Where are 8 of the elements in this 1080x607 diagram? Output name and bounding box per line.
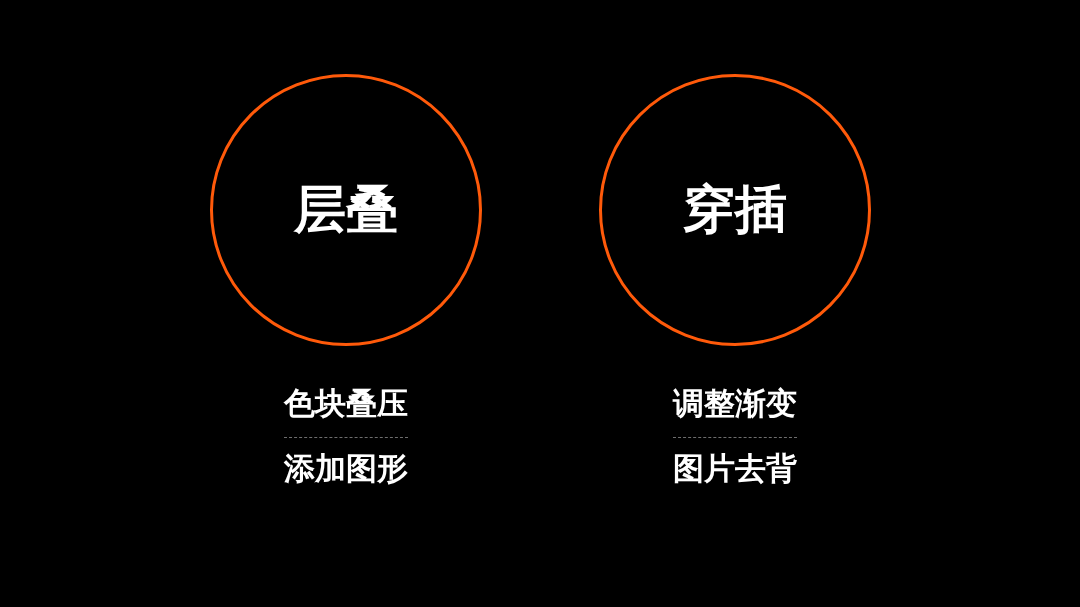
circle-outline — [210, 74, 482, 346]
caption-text: 图片去背 — [673, 451, 797, 487]
caption-text: 添加图形 — [284, 451, 408, 487]
caption-text: 调整渐变 — [673, 386, 797, 422]
caption-text: 色块叠压 — [284, 386, 408, 422]
circle-title: 穿插 — [683, 181, 787, 239]
circle-title: 层叠 — [294, 181, 398, 239]
circle-outline — [599, 74, 871, 346]
